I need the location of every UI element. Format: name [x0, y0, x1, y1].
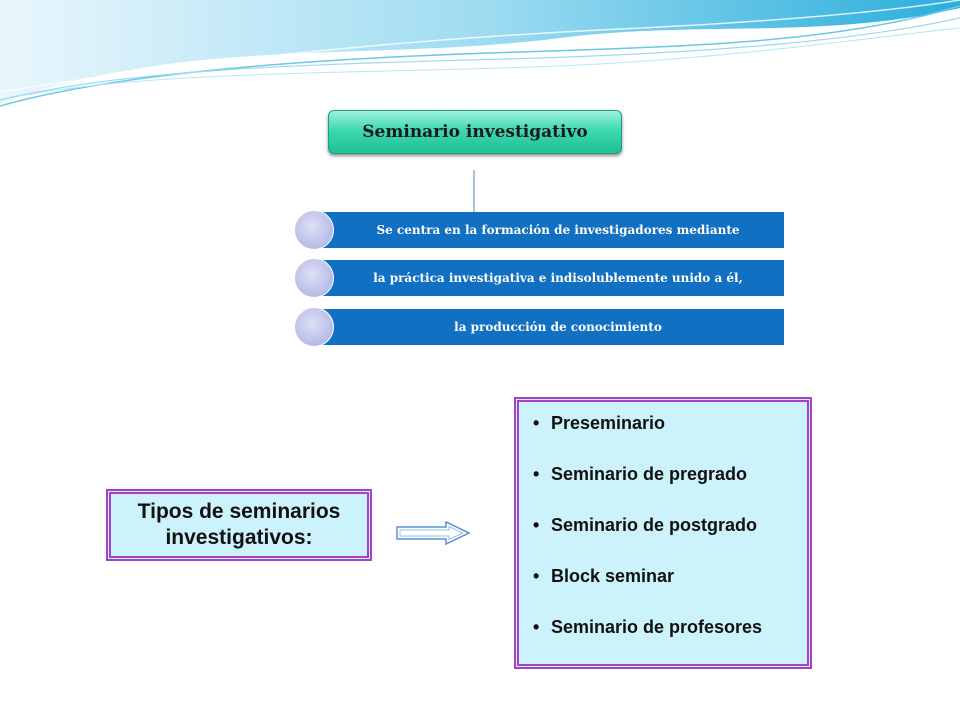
step-text-3: la producción de conocimiento	[454, 320, 662, 334]
header-wave-decoration	[0, 0, 960, 107]
seminar-types-list-box: • Preseminario • Seminario de pregrado • Se…	[514, 397, 812, 669]
step-bar-3: la producción de conocimiento	[312, 309, 784, 345]
step-bar-2: la práctica investigativa e indisolublem…	[312, 260, 784, 296]
seminar-types-list: • Preseminario • Seminario de pregrado • Se…	[529, 408, 807, 663]
step-row-3: la producción de conocimiento	[294, 307, 784, 347]
right-arrow-icon	[396, 521, 470, 545]
seminario-title-box: Seminario investigativo	[328, 110, 622, 154]
step-text-2: la práctica investigativa e indisolublem…	[373, 271, 743, 285]
list-item: • Seminario de pregrado	[529, 459, 807, 510]
bullet: •	[533, 515, 540, 535]
step-bar-1: Se centra en la formación de investigado…	[312, 212, 784, 248]
list-item-label: Seminario de pregrado	[551, 464, 748, 484]
list-item-label: Preseminario	[551, 413, 666, 433]
step-row-2: la práctica investigativa e indisolublem…	[294, 258, 784, 298]
tipos-seminarios-box: Tipos de seminarios investigativos:	[106, 489, 372, 561]
step-row-1: Se centra en la formación de investigado…	[294, 210, 784, 250]
tipos-line-2: investigativos:	[165, 526, 313, 549]
list-item: • Seminario de profesores	[529, 612, 807, 663]
list-item: • Block seminar	[529, 561, 807, 612]
seminario-title: Seminario investigativo	[362, 122, 588, 142]
list-item: • Seminario de postgrado	[529, 510, 807, 561]
step-bullet-circle-2	[294, 258, 334, 298]
bullet: •	[533, 464, 540, 484]
step-text-1: Se centra en la formación de investigado…	[376, 223, 740, 237]
step-bullet-circle-1	[294, 210, 334, 250]
bullet: •	[533, 617, 540, 637]
step-bullet-circle-3	[294, 307, 334, 347]
list-item: • Preseminario	[529, 408, 807, 459]
list-item-label: Block seminar	[551, 566, 675, 586]
list-item-label: Seminario de profesores	[551, 617, 763, 637]
bullet: •	[533, 566, 540, 586]
bullet: •	[533, 413, 540, 433]
list-item-label: Seminario de postgrado	[551, 515, 758, 535]
tipos-line-1: Tipos de seminarios	[137, 500, 341, 523]
